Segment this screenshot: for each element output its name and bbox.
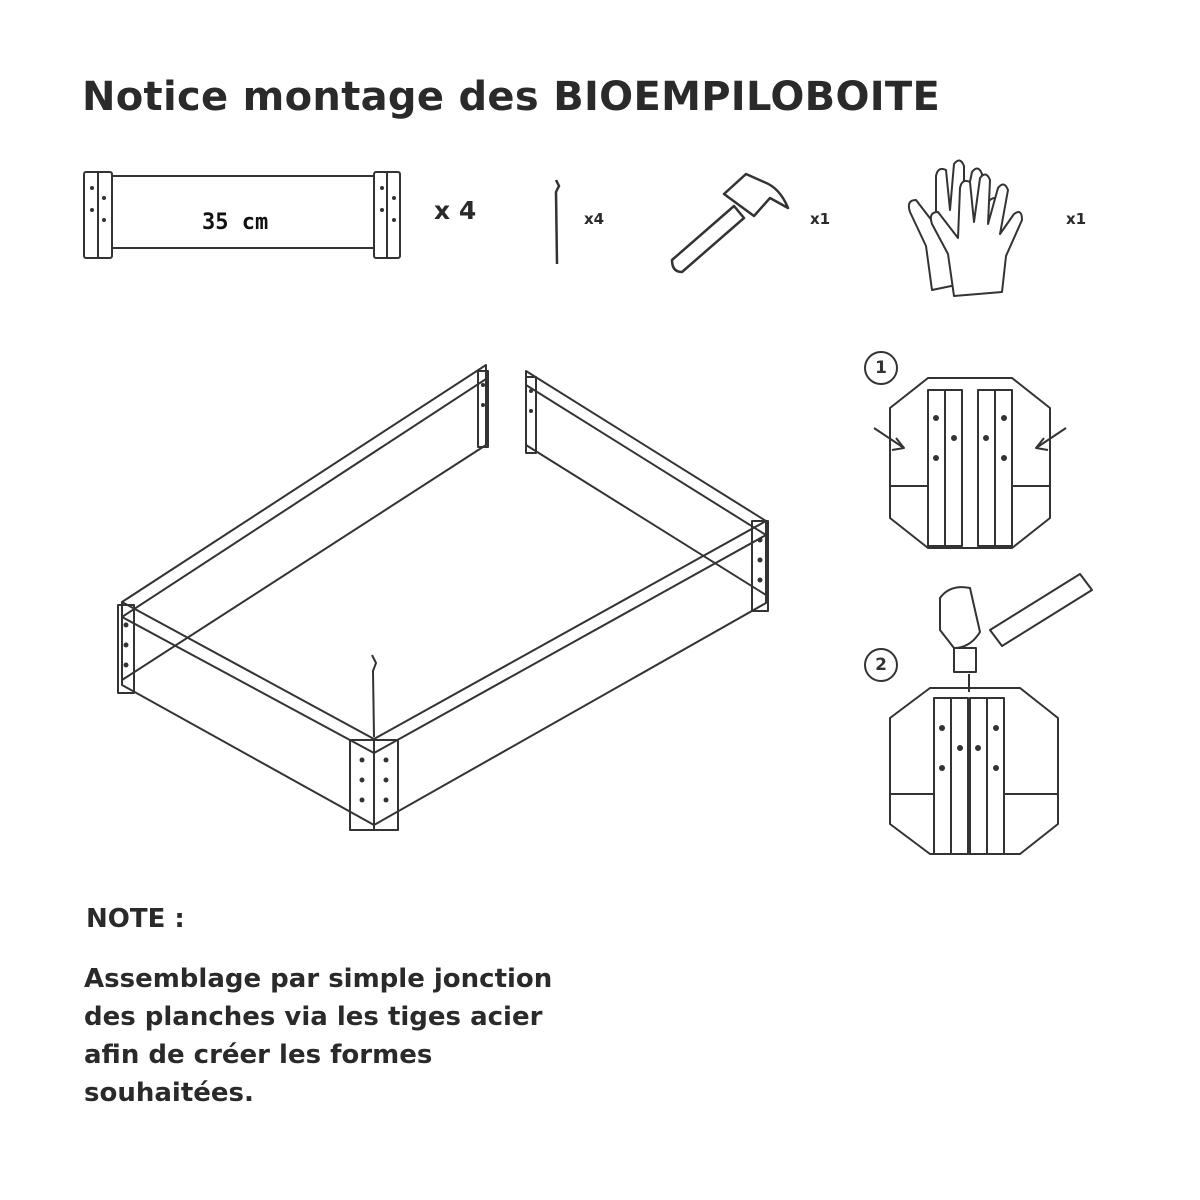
step-2-number: 2	[864, 648, 898, 682]
board-dimension-label: 35 cm	[202, 210, 269, 235]
assembled-box-illustration	[117, 364, 769, 831]
hammer-quantity: x1	[810, 210, 831, 228]
note-line: afin de créer les formes	[84, 1040, 433, 1070]
corner-hammer-icon	[889, 573, 1093, 855]
page-title: Notice montage des BIOEMPILOBOITE	[82, 74, 941, 120]
step-1-number: 1	[864, 351, 898, 385]
steel-rod-icon	[554, 179, 561, 265]
gloves-icon	[907, 159, 1023, 297]
board-panel-icon	[83, 171, 401, 259]
glove-quantity: x1	[1066, 210, 1087, 228]
board-quantity: x 4	[434, 196, 477, 225]
note-line: souhaitées.	[84, 1078, 254, 1108]
hammer-icon	[670, 172, 790, 274]
note-body: Assemblage par simple jonction des planc…	[84, 960, 644, 1112]
note-heading: NOTE :	[86, 904, 185, 934]
note-line: Assemblage par simple jonction	[84, 964, 553, 994]
note-line: des planches via les tiges acier	[84, 1002, 543, 1032]
rod-quantity: x4	[584, 210, 605, 228]
corner-join-icon	[873, 377, 1067, 549]
